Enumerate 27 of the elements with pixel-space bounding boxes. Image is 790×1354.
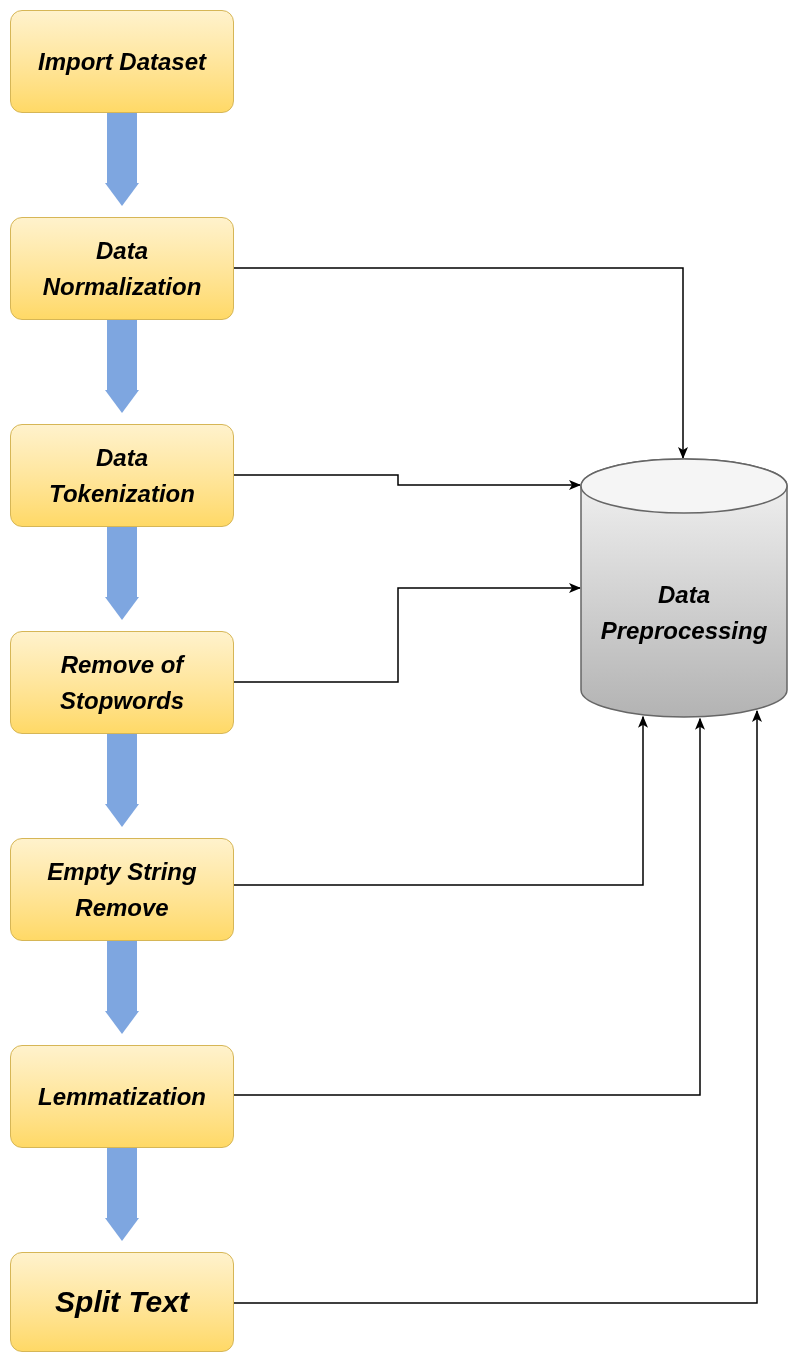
block-arrow [105, 113, 139, 207]
block-arrow [105, 527, 139, 621]
arrow [233, 474, 581, 490]
process-box [10, 1252, 234, 1352]
arrow [233, 717, 705, 1096]
block-arrow [105, 1148, 139, 1242]
node-label: Import Dataset [37, 46, 206, 77]
process-box [10, 217, 234, 320]
arrow [233, 583, 581, 683]
node-label: Data Preprocessing [599, 580, 769, 646]
node-label: Split Text [55, 1284, 189, 1320]
node-label: Remove of Stopwords [59, 649, 186, 716]
process-box [10, 838, 234, 941]
arrow [233, 267, 688, 459]
process-box [10, 1045, 234, 1148]
process-box [10, 424, 234, 527]
arrow [233, 715, 648, 886]
node-label: Empty String Remove [46, 856, 198, 923]
node-label: Data Tokenization [48, 442, 196, 509]
node-label: Data Normalization [41, 235, 203, 302]
node-label: Lemmatization [38, 1081, 206, 1112]
process-box [10, 10, 234, 113]
block-arrow [105, 734, 139, 828]
block-arrow [105, 320, 139, 414]
arrow [233, 709, 762, 1304]
process-box [10, 631, 234, 734]
block-arrow [105, 941, 139, 1035]
